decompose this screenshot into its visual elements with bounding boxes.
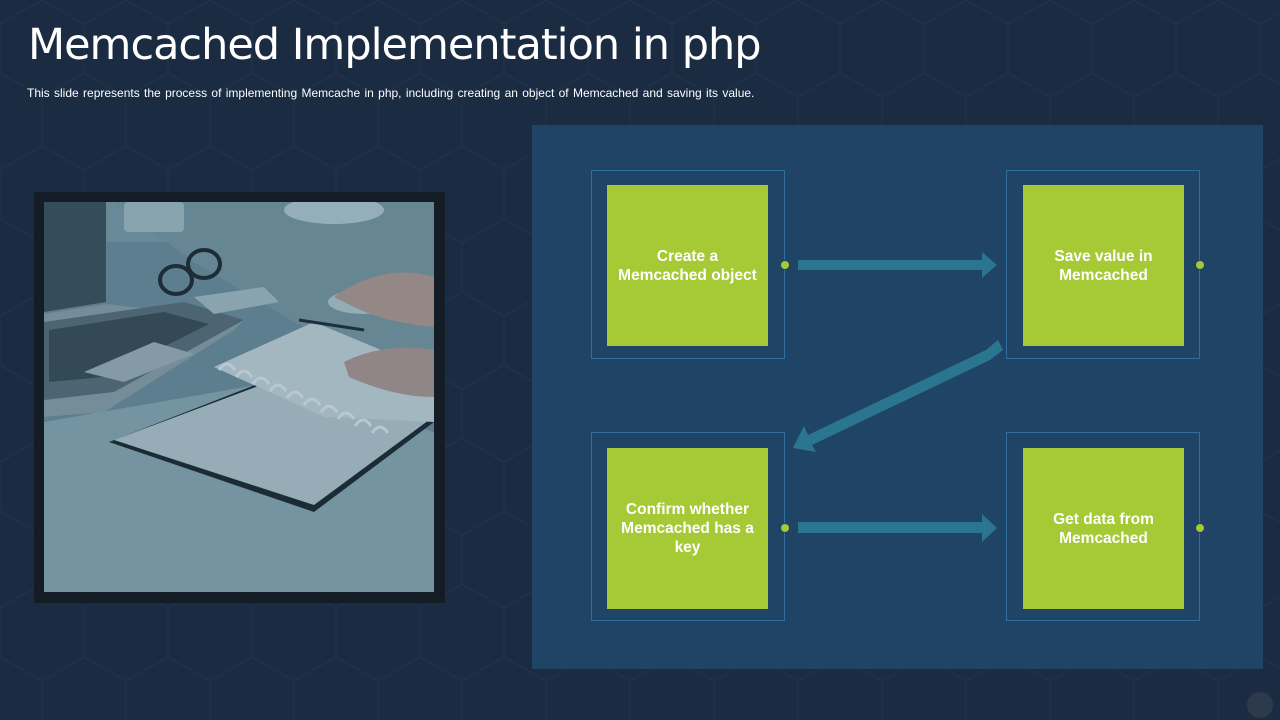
step-1-connector-dot [781, 261, 789, 269]
step-3-box: Confirm whether Memcached has a key [607, 448, 768, 609]
step-2-label: Save value in Memcached [1054, 247, 1153, 284]
desk-laptop-notebook-photo [44, 202, 434, 592]
step-3-connector-dot [781, 524, 789, 532]
photo-frame [34, 192, 445, 603]
step-1-label: Create a Memcached object [618, 247, 757, 284]
step-4-connector-dot [1196, 524, 1204, 532]
slide-title: Memcached Implementation in php [28, 20, 762, 70]
step-2-box: Save value in Memcached [1023, 185, 1184, 346]
step-3-label: Confirm whether Memcached has a key [621, 501, 754, 556]
slide-subtitle: This slide represents the process of imp… [27, 86, 755, 100]
step-1-box: Create a Memcached object [607, 185, 768, 346]
step-2-connector-dot [1196, 261, 1204, 269]
step-4-box: Get data from Memcached [1023, 448, 1184, 609]
corner-decoration-dot [1247, 692, 1273, 718]
step-4-label: Get data from Memcached [1053, 510, 1154, 547]
